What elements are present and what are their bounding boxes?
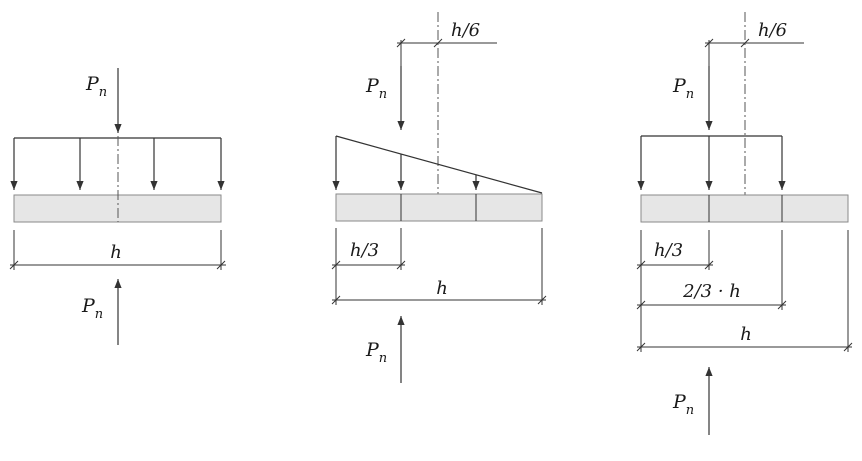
section-slab [335, 193, 543, 222]
force-label-bottom: Pn [672, 391, 694, 418]
force-label-bottom: Pn [81, 295, 103, 322]
panel-triangular: h/6 Pn h/3 h Pn [331, 12, 547, 383]
triangular-load-line [335, 135, 543, 194]
force-label-bottom: Pn [365, 339, 387, 366]
section-slab [640, 194, 849, 223]
dim-label-h3: h/3 [654, 240, 683, 261]
dim-label-2h3: 2/3 · h [682, 281, 741, 302]
dim-label-h: h [436, 278, 448, 299]
panel-uniform: Pn h Pn [9, 68, 226, 345]
force-label-top: Pn [85, 73, 107, 100]
dim-label-h6: h/6 [758, 20, 787, 41]
force-label-top: Pn [672, 75, 694, 102]
dim-label-h: h [740, 324, 752, 345]
dim-label-h: h [110, 242, 122, 263]
dim-label-h3: h/3 [350, 240, 379, 261]
force-label-top: Pn [365, 75, 387, 102]
dim-label-h6: h/6 [451, 20, 480, 41]
panel-partial-uniform: h/6 Pn h/3 2/3 · h h P [636, 12, 853, 435]
